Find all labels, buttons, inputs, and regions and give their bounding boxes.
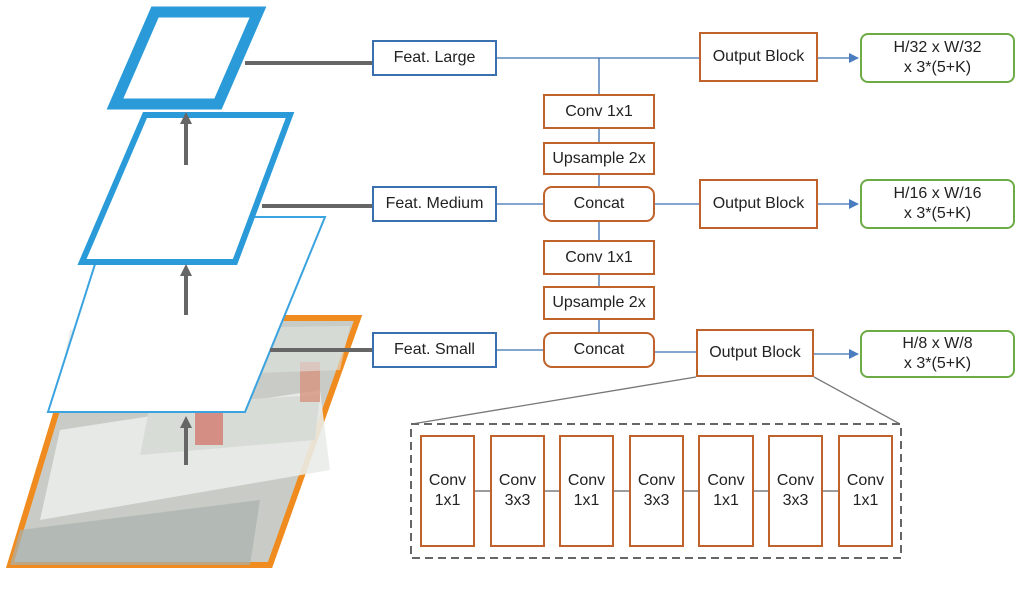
detail-conv-1-size: 1x1 (434, 492, 461, 509)
output-small-line1: H/8 x W/8 (902, 335, 973, 352)
output-medium: H/16 x W/16 x 3*(5+K) (860, 179, 1015, 229)
feat-medium-box: Feat. Medium (372, 186, 497, 222)
detail-conv-6-name: Conv (776, 472, 815, 489)
output-block-small: Output Block (696, 329, 814, 377)
output-block-medium-label: Output Block (712, 195, 805, 212)
pyramid-plane-medium (77, 112, 295, 265)
output-large-line2: x 3*(5+K) (903, 59, 972, 76)
conv1x1-top-label: Conv 1x1 (565, 102, 633, 120)
detail-conv-5-size: 1x1 (713, 492, 739, 509)
upsample-top-label: Upsample 2x (552, 149, 646, 167)
detail-conv-5: Conv 1x1 (698, 435, 754, 547)
conv1x1-mid-label: Conv 1x1 (565, 248, 633, 266)
upsample-top-box: Upsample 2x (543, 142, 655, 175)
output-large-line1: H/32 x W/32 (893, 39, 982, 56)
output-block-small-label: Output Block (709, 344, 801, 361)
output-medium-line2: x 3*(5+K) (903, 205, 972, 222)
detail-conv-4: Conv 3x3 (629, 435, 684, 547)
detail-conv-5-name: Conv (707, 472, 745, 489)
detail-conv-1: Conv 1x1 (420, 435, 475, 547)
zoom-line-right (813, 376, 901, 425)
zoom-line-left (411, 376, 697, 425)
output-small-line2: x 3*(5+K) (903, 355, 972, 372)
feat-medium-label: Feat. Medium (385, 195, 484, 212)
detail-conv-1-name: Conv (428, 472, 467, 489)
pyramid-plane-large (106, 6, 267, 110)
detail-conv-2-name: Conv (498, 472, 537, 489)
detail-conv-4-name: Conv (637, 472, 676, 489)
output-small: H/8 x W/8 x 3*(5+K) (860, 330, 1015, 378)
detail-conv-2-size: 3x3 (504, 492, 531, 509)
upsample-mid-box: Upsample 2x (543, 286, 655, 320)
flow-lines (497, 53, 859, 359)
feat-small-label: Feat. Small (394, 341, 475, 358)
concat-bot-box: Concat (543, 332, 655, 368)
conv1x1-top-box: Conv 1x1 (543, 94, 655, 129)
detail-conv-7: Conv 1x1 (838, 435, 893, 547)
feat-large-box: Feat. Large (372, 40, 497, 76)
detail-conv-3-name: Conv (567, 472, 606, 489)
detail-conv-4-size: 3x3 (643, 492, 670, 509)
feat-large-label: Feat. Large (393, 49, 476, 66)
output-block-medium: Output Block (699, 179, 818, 229)
detail-conv-2: Conv 3x3 (490, 435, 545, 547)
detail-conv-3: Conv 1x1 (559, 435, 614, 547)
detail-conv-6-size: 3x3 (782, 492, 809, 509)
concat-mid-label: Concat (573, 195, 625, 212)
upsample-mid-label: Upsample 2x (552, 294, 646, 311)
output-block-large: Output Block (699, 32, 818, 82)
detail-conv-7-size: 1x1 (852, 492, 879, 509)
detail-conv-7-name: Conv (846, 472, 885, 489)
detail-conv-6: Conv 3x3 (768, 435, 823, 547)
concat-bot-label: Concat (573, 341, 625, 358)
concat-mid-box: Concat (543, 186, 655, 222)
output-large: H/32 x W/32 x 3*(5+K) (860, 33, 1015, 83)
output-block-large-label: Output Block (712, 48, 805, 65)
feat-small-box: Feat. Small (372, 332, 497, 368)
conv1x1-mid-box: Conv 1x1 (543, 240, 655, 275)
detail-conv-3-size: 1x1 (573, 492, 600, 509)
output-medium-line1: H/16 x W/16 (893, 185, 982, 202)
